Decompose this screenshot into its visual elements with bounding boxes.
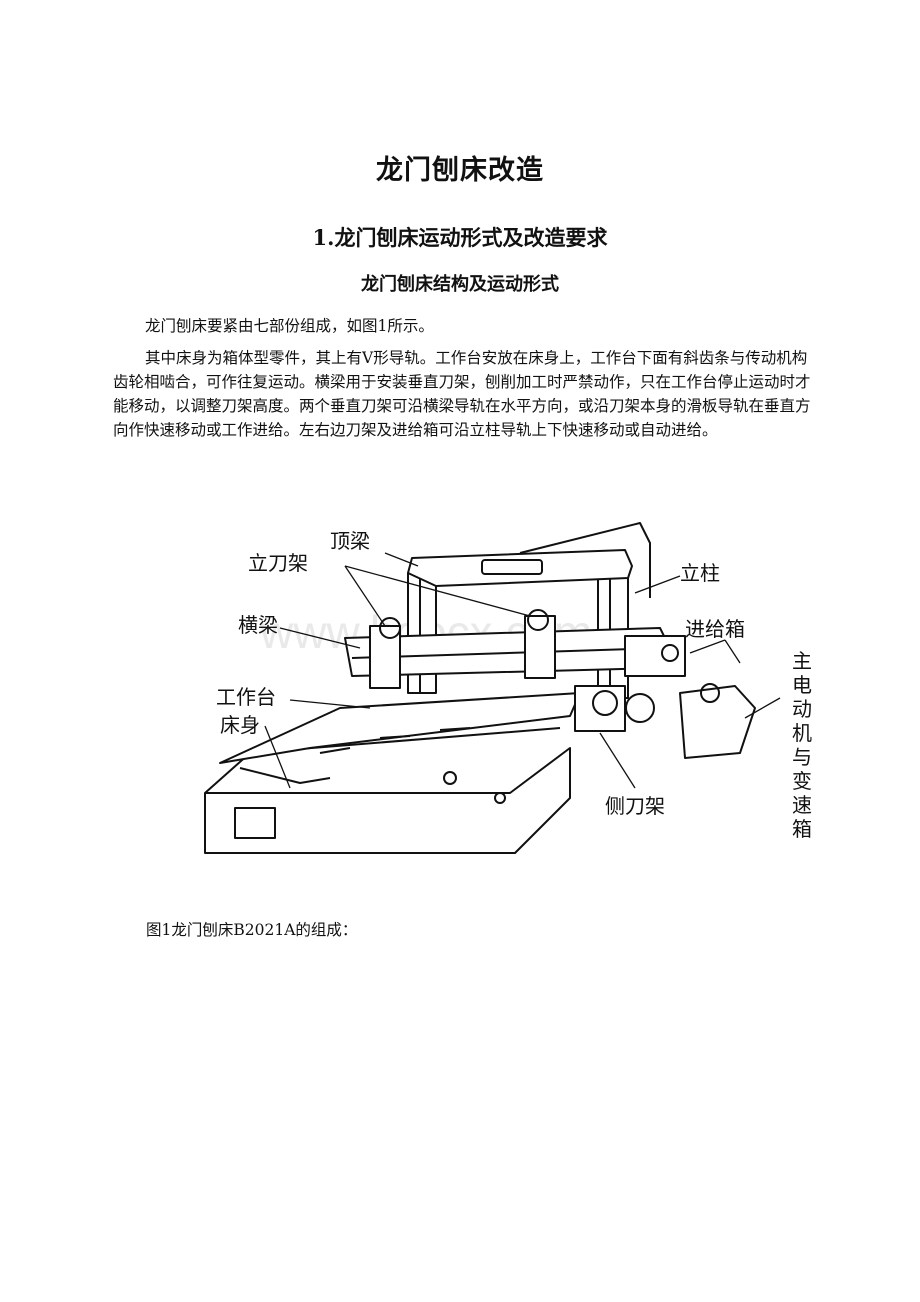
label-bed: 床身 bbox=[220, 713, 260, 737]
main-motor-char: 机 bbox=[792, 721, 812, 745]
label-worktable: 工作台 bbox=[216, 685, 276, 709]
label-crossbeam: 横梁 bbox=[238, 613, 278, 637]
document-title: 龙门刨床改造 bbox=[376, 155, 544, 186]
main-motor-char: 与 bbox=[792, 745, 812, 769]
planer-machine-figure: www.bdocx.com bbox=[204, 522, 812, 854]
leader-lines bbox=[264, 552, 781, 789]
main-motor-char: 变 bbox=[792, 769, 812, 793]
main-motor-char: 速 bbox=[792, 793, 812, 817]
main-motor-char: 主 bbox=[792, 649, 812, 673]
label-vertical-tool-rest: 立刀架 bbox=[248, 551, 308, 575]
section-heading: 1.龙门刨床运动形式及改造要求 bbox=[312, 225, 608, 250]
label-side-tool-rest: 侧刀架 bbox=[605, 794, 665, 818]
label-main-motor: 主 电 动 机 与 变 速 箱 bbox=[792, 649, 812, 841]
main-motor-char: 动 bbox=[792, 697, 812, 721]
subsection-heading: 龙门刨床结构及运动形式 bbox=[361, 274, 559, 295]
machine-drawing bbox=[204, 522, 756, 854]
figure-caption: 图1龙门刨床B2021A的组成： bbox=[146, 921, 358, 939]
main-motor-char: 电 bbox=[792, 673, 812, 697]
label-feed-box: 进给箱 bbox=[685, 617, 745, 641]
paragraph-structure: 其中床身为箱体型零件，其上有V形导轨。工作台安放在床身上，工作台下面有斜齿条与传… bbox=[113, 349, 811, 439]
paragraph-intro: 龙门刨床要紧由七部份组成，如图1所示。 bbox=[145, 317, 434, 335]
label-column: 立柱 bbox=[680, 561, 720, 585]
label-top-beam: 顶梁 bbox=[330, 529, 370, 553]
main-motor-char: 箱 bbox=[792, 817, 812, 841]
